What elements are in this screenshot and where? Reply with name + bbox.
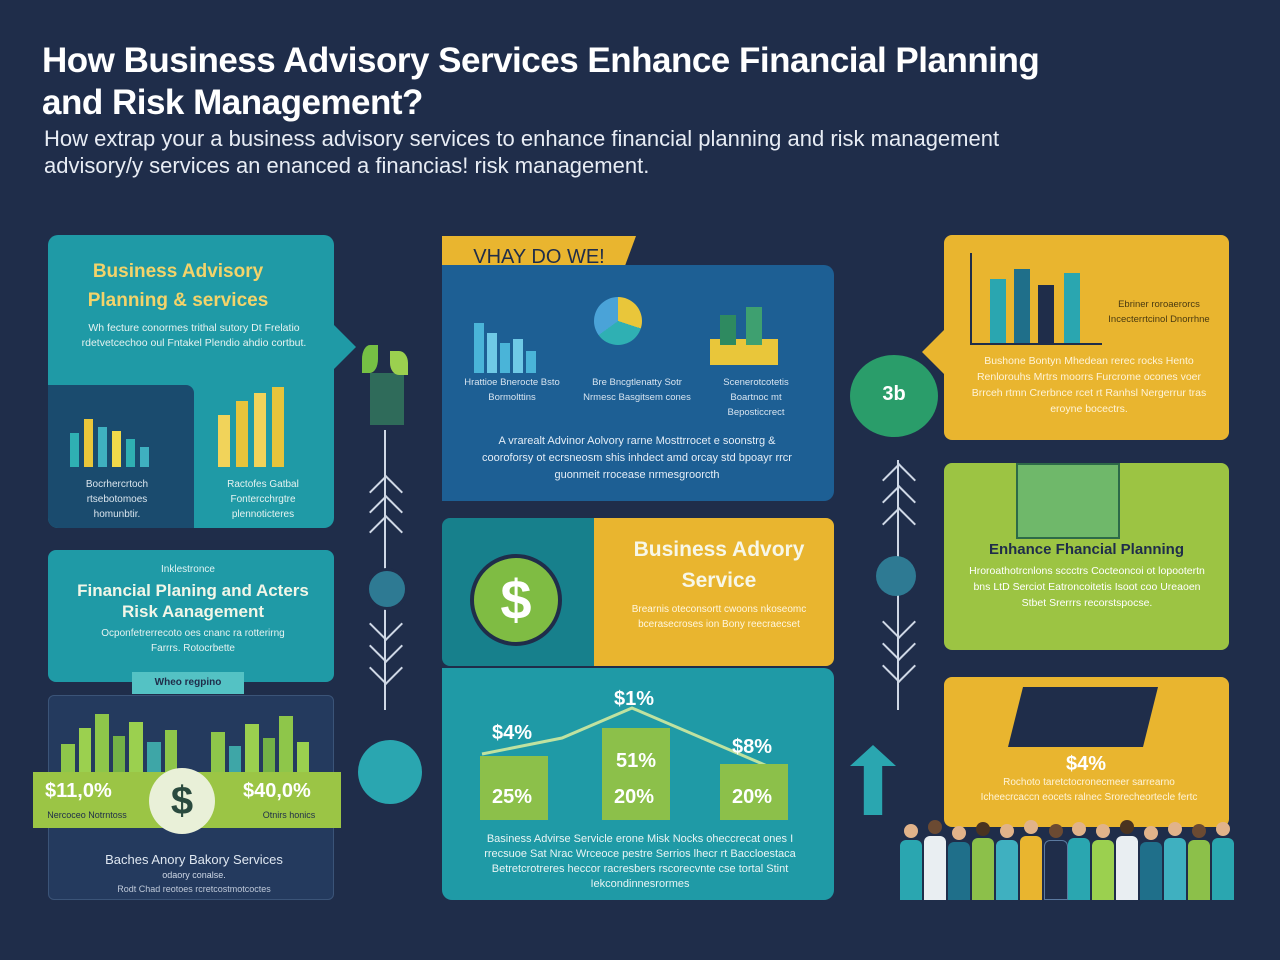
service-title: Business Advory Service bbox=[633, 538, 805, 592]
card-pointer bbox=[922, 330, 944, 374]
left-percent-caption: Nercoceo Notrntoss bbox=[47, 810, 127, 820]
icon-caption-1: Hrattioe Bnerocte Bsto Bormolttins bbox=[464, 377, 560, 403]
bar-2-label: 20% bbox=[614, 786, 655, 808]
books-icon bbox=[1008, 687, 1158, 747]
bar-1: 25% bbox=[480, 756, 548, 820]
dollar-circle-icon: $ bbox=[470, 554, 562, 646]
down-chevron-icon bbox=[882, 649, 916, 683]
green-bar-skyline bbox=[61, 712, 323, 772]
document-icon bbox=[876, 556, 916, 596]
stack-coins-icon bbox=[358, 740, 422, 804]
why-card-text: A vrarealt Advinor Aolvory rarne Mosttrr… bbox=[482, 435, 792, 481]
advisory-planning-title: Business Advisory Planning & services bbox=[87, 261, 269, 311]
money-bag-icon: 3b bbox=[850, 355, 938, 437]
up-chevron-icon bbox=[369, 515, 403, 549]
service-card: Business Advory Service Brearnis otecons… bbox=[594, 518, 834, 666]
advisory-summary-small: Rodt Chad reotoes rcretcostmotcoctes bbox=[117, 884, 271, 894]
people-card: $4% Rochoto taretctocronecmeer sarrearno… bbox=[944, 677, 1229, 827]
money-bag-badge: 3b bbox=[882, 383, 906, 405]
chart-right-label: $8% bbox=[732, 736, 773, 758]
card-pointer bbox=[334, 325, 356, 369]
crowd-illustration bbox=[900, 818, 1250, 900]
bar-1-label: 25% bbox=[492, 786, 533, 808]
building-chart-icon bbox=[474, 317, 546, 373]
financial-planning-text: Hroroathotrcnlons sccctrs Cocteoncoi ot … bbox=[969, 565, 1205, 609]
page-subtitle: How extrap your a business advisory serv… bbox=[44, 126, 1000, 178]
mini-bar-chart-1 bbox=[70, 405, 165, 467]
bar-2: 51% 20% bbox=[602, 728, 670, 820]
advisory-summary-title: Baches Anory Bakory Services bbox=[105, 852, 283, 867]
bar-3: 20% bbox=[720, 764, 788, 820]
service-visual: $ bbox=[442, 518, 594, 666]
people-card-text: Rochoto taretctocronecmeer sarrearno Ich… bbox=[980, 777, 1198, 803]
upward-arrow-icon bbox=[850, 745, 896, 815]
ribbon-label: Wheo regpino bbox=[132, 672, 244, 694]
risk-management-text: Ocponfetrerrecoto oes cnanc ra rotterirn… bbox=[101, 628, 285, 654]
financial-planning-card: Enhance Fhancial Planning Hroroathotrcnl… bbox=[944, 463, 1229, 650]
landscape-icon bbox=[710, 305, 778, 365]
icon-caption-2: Bre Bncgtlenatty Sotr Nrmesc Basgitsem c… bbox=[583, 377, 691, 403]
service-text: Brearnis oteconsortt cwoons nkoseomc bce… bbox=[631, 604, 807, 630]
icon-caption-3: Scenerotcotetis Boartnoc mt Beposticcrec… bbox=[723, 377, 789, 418]
right-percent: $40,0% bbox=[243, 780, 311, 802]
chart-top-label: $1% bbox=[614, 688, 655, 710]
advisory-summary-sub: odaory conalse. bbox=[162, 870, 226, 880]
stats-card-text: Basiness Advirse Servicle erone Misk Noc… bbox=[484, 833, 796, 890]
advisory-planning-text: Wh fecture conormes trithal sutory Dt Fr… bbox=[81, 322, 307, 349]
pie-chart-icon bbox=[594, 297, 642, 345]
financial-planning-title: Enhance Fhancial Planning bbox=[988, 541, 1185, 558]
people-card-percent: $4% bbox=[1066, 753, 1107, 775]
growth-card-text: Bushone Bontyn Mhedean rerec rocks Hento… bbox=[971, 355, 1207, 415]
down-chevron-icon bbox=[369, 651, 403, 685]
risk-management-card: Inklestronce Financial Planing and Acter… bbox=[48, 550, 334, 682]
up-chevron-icon bbox=[882, 507, 916, 541]
advisory-summary-card: $11,0% Nercoceo Notrntoss $40,0% Otnirs … bbox=[33, 695, 341, 900]
why-card: Hrattioe Bnerocte Bsto Bormolttins Bre B… bbox=[442, 265, 834, 501]
page-title: How Business Advisory Services Enhance F… bbox=[42, 41, 1040, 122]
trend-line bbox=[481, 706, 773, 770]
advisory-planning-card: Business Advisory Planning & services Wh… bbox=[48, 235, 334, 528]
growth-card-label: Ebriner roroaerorcs Incecterrtcinol Dnor… bbox=[1108, 299, 1210, 325]
stats-card: $1% $4% $8% 25% 51% 20% 20% Basiness Adv… bbox=[442, 668, 834, 900]
chart-left-label: $4% bbox=[492, 722, 533, 744]
dollar-coin-icon: $ bbox=[149, 768, 215, 834]
left-percent: $11,0% bbox=[45, 780, 112, 802]
growth-card: Ebriner roroaerorcs Incecterrtcinol Dnor… bbox=[944, 235, 1229, 440]
bar-2-middle-label: 51% bbox=[616, 750, 657, 772]
plant-icon bbox=[356, 345, 416, 425]
mini-bar-chart-2 bbox=[218, 385, 308, 467]
growth-bar-chart-icon bbox=[970, 253, 1102, 345]
bar-3-label: 20% bbox=[732, 786, 773, 808]
globe-icon bbox=[366, 568, 408, 610]
folder-icon bbox=[1016, 463, 1120, 539]
risk-management-title: Financial Planing and Acters Risk Aanage… bbox=[77, 581, 309, 621]
chart-2-caption: Ractofes Gatbal Fontercchrgtre plennotic… bbox=[227, 479, 299, 520]
right-percent-caption: Otnirs honics bbox=[262, 810, 316, 820]
chart-box-1: Bocrhercrtoch rtsebotomoes homunbtir. bbox=[48, 385, 194, 528]
chart-1-caption: Bocrhercrtoch rtsebotomoes homunbtir. bbox=[85, 479, 149, 520]
risk-tag: Inklestronce bbox=[161, 564, 215, 575]
